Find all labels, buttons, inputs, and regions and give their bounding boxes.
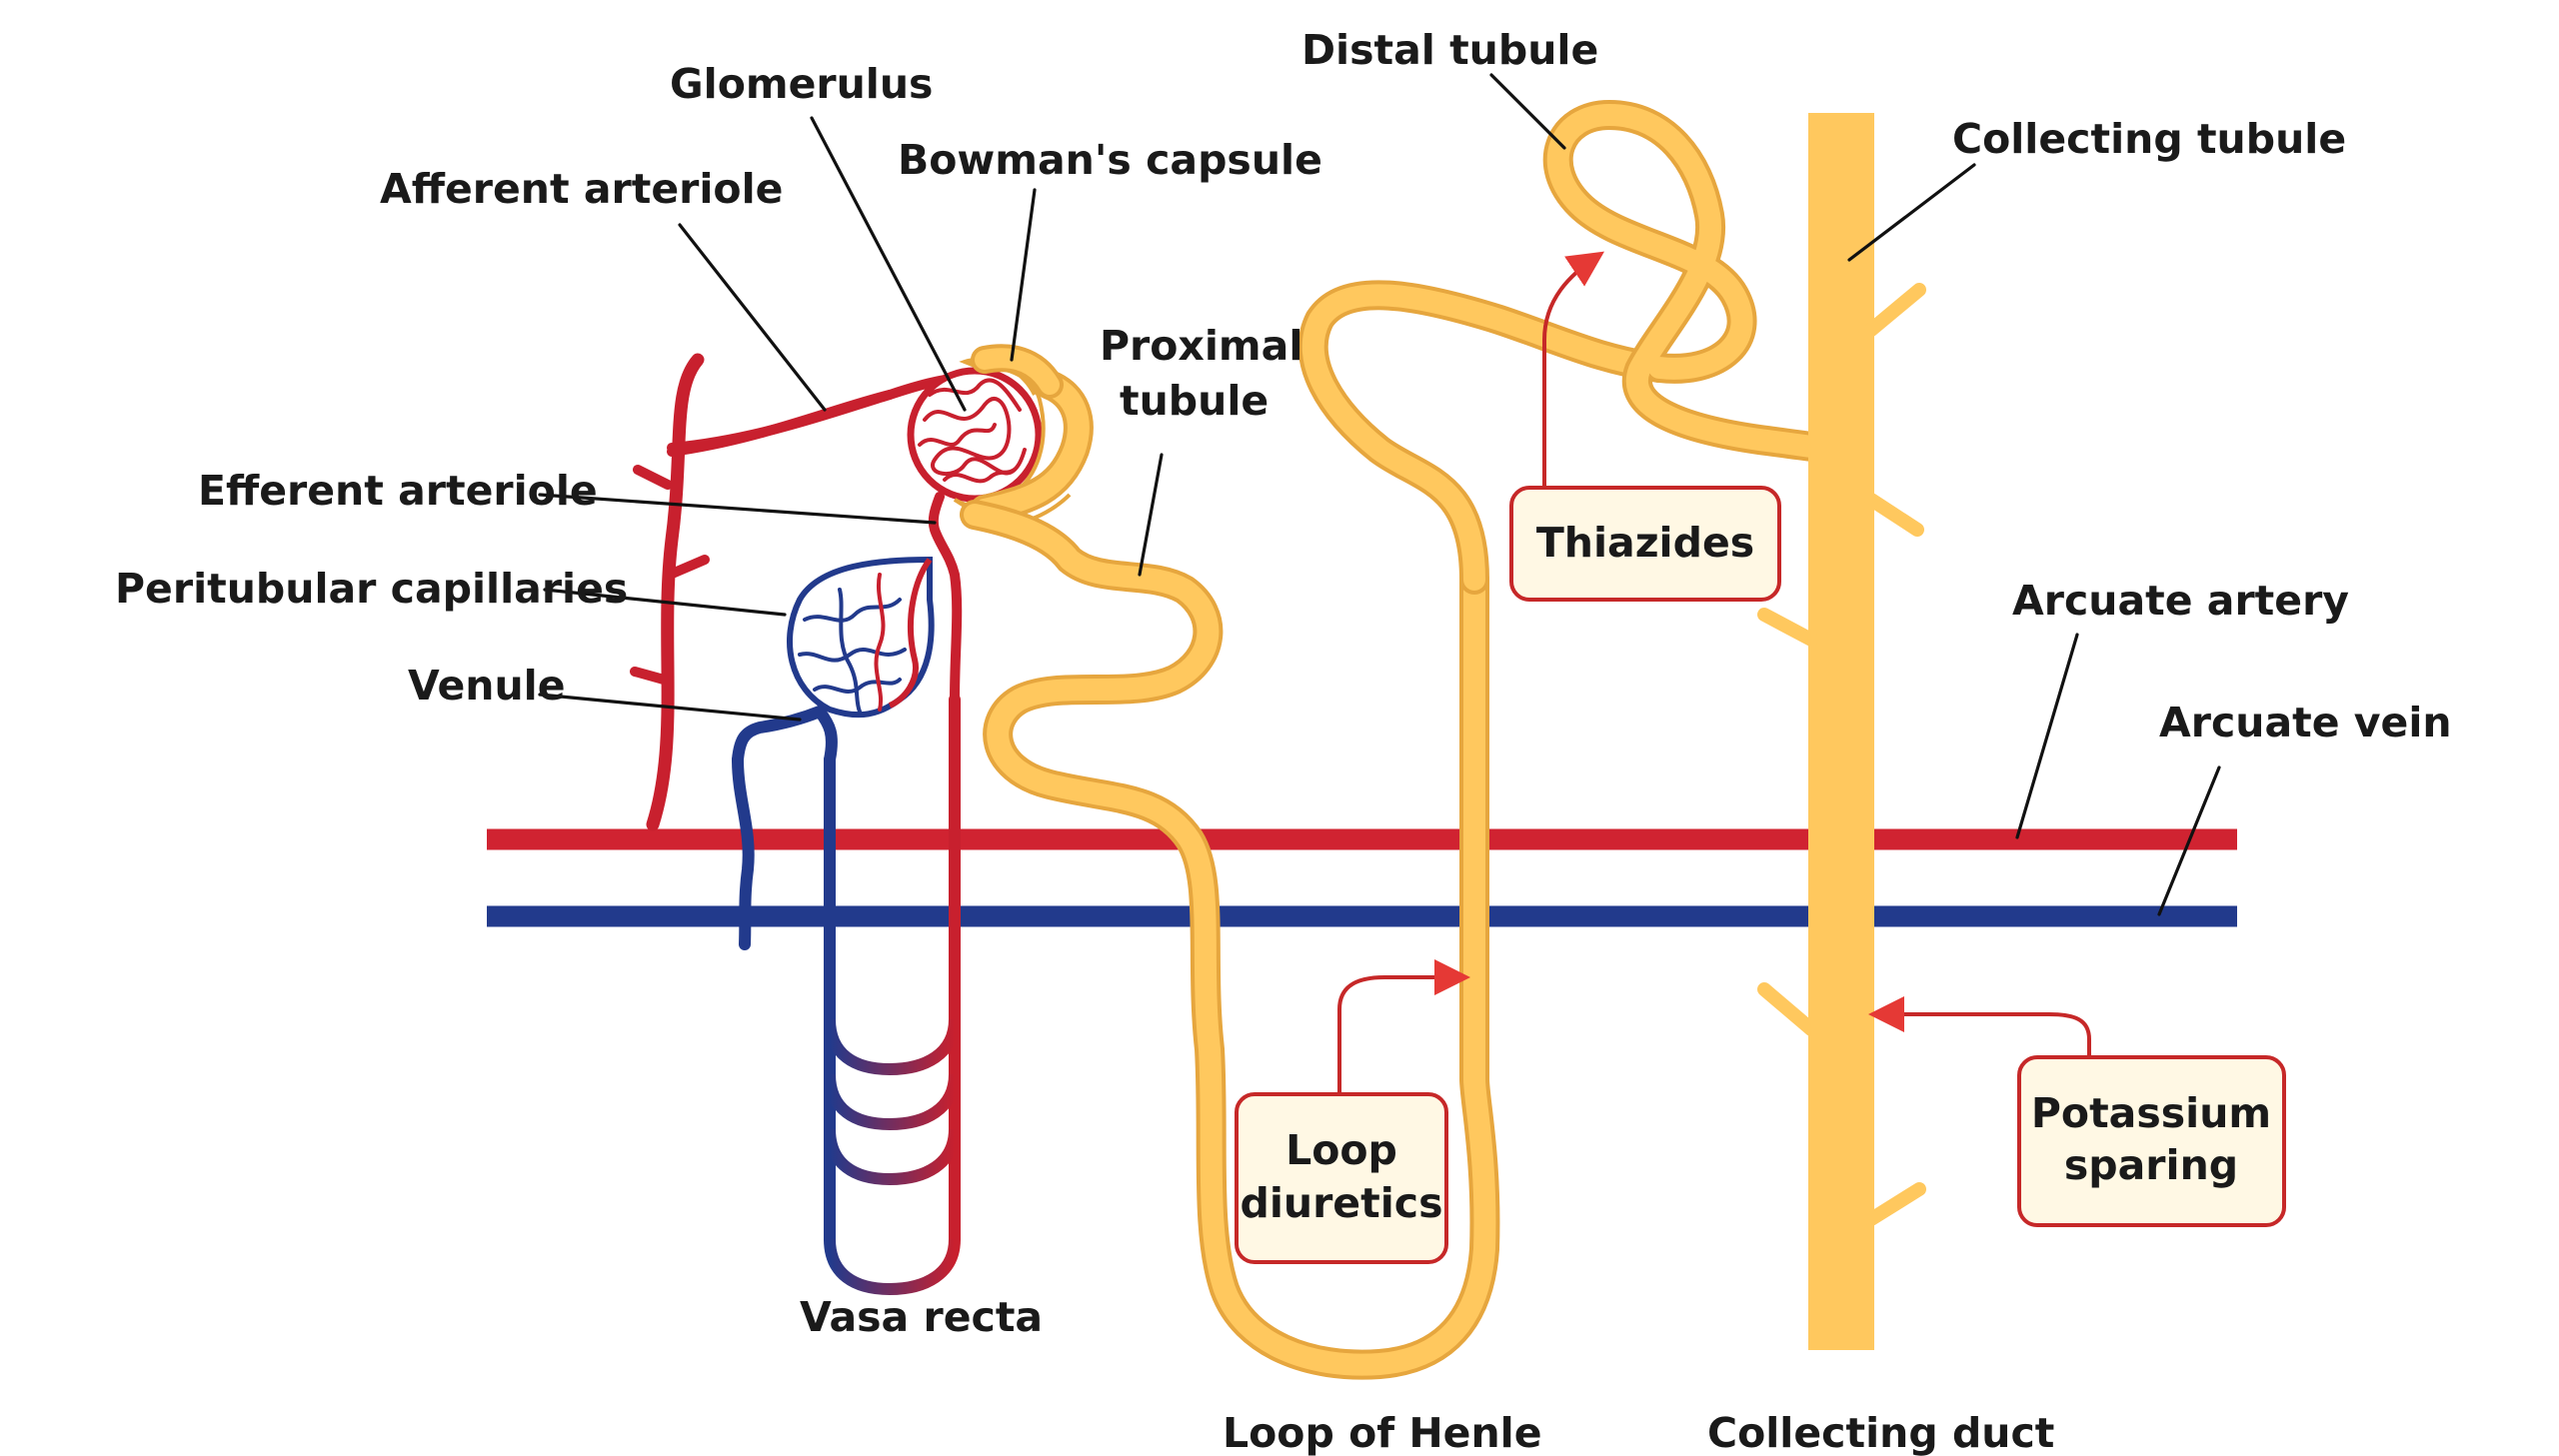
proximal-tubule [960,344,1500,1380]
label-bowmans-capsule: Bowman's capsule [898,136,1322,184]
label-venule: Venule [408,662,566,710]
label-collecting-duct: Collecting duct [1707,1409,2054,1456]
collecting-duct [1757,113,1926,1350]
vasa-recta [732,694,961,1296]
leader-lines [538,73,2221,916]
loop-diuretics-label-2: diuretics [1241,1179,1443,1227]
peritubular-capillaries [787,556,935,719]
thiazides-box [1509,486,1781,602]
label-afferent-arteriole: Afferent arteriole [380,165,783,213]
label-loop-of-henle: Loop of Henle [1223,1409,1542,1456]
distal-tubule [1542,100,1854,465]
loop-of-henle [1297,280,1674,595]
labels: Glomerulus Bowman's capsule Afferent art… [115,26,2452,1456]
loop-diuretics-label-1: Loop [1285,1126,1397,1174]
label-arcuate-artery: Arcuate artery [2012,577,2349,625]
label-proximal-tubule-1: Proximal [1100,322,1302,370]
potassium-sparing-box [2017,1055,2286,1227]
potassium-sparing-callout: Potassium sparing [1868,996,2286,1227]
label-distal-tubule: Distal tubule [1301,26,1598,74]
label-efferent-arteriole: Efferent arteriole [198,467,598,515]
label-collecting-tubule: Collecting tubule [1952,115,2346,163]
label-vasa-recta: Vasa recta [800,1293,1043,1341]
label-peritubular-capillaries: Peritubular capillaries [115,565,628,613]
potassium-sparing-label-2: sparing [2064,1141,2238,1189]
efferent-arteriole [928,492,963,705]
label-glomerulus: Glomerulus [670,60,933,108]
thiazides-callout: Thiazides [1509,251,1781,602]
label-arcuate-vein: Arcuate vein [2159,699,2452,746]
glomerulus [907,367,1043,503]
potassium-sparing-label-1: Potassium [2031,1089,2271,1137]
thiazides-label: Thiazides [1536,519,1754,567]
label-proximal-tubule-2: tubule [1120,377,1269,425]
loop-diuretics-callout: Loop diuretics [1235,959,1470,1264]
loop-diuretics-box [1235,1092,1448,1264]
